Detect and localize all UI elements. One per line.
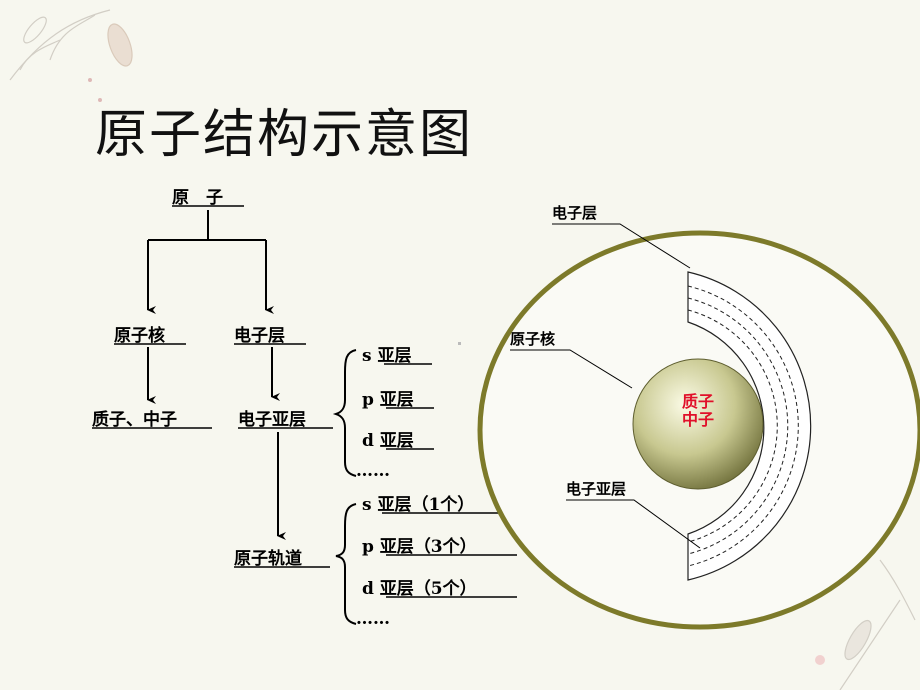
subshell-more: ……	[356, 461, 390, 481]
nucleus-parts-label: 质子、中子	[92, 409, 177, 430]
atom-root-label: 原 子	[172, 188, 223, 208]
subshell-p: p 亚层	[362, 390, 414, 410]
atom-model: 质子 中子 电子层 原子核 电子亚层	[477, 204, 920, 630]
slide-title: 原子结构示意图	[95, 105, 474, 165]
decoration-leaves-top-left	[9, 9, 133, 102]
leader-nucleus	[510, 349, 633, 389]
structure-tree	[147, 210, 357, 625]
orbital-label: 原子轨道	[234, 548, 302, 569]
orbital-s: s 亚层（1个）	[362, 494, 474, 515]
subshell-s: s 亚层	[362, 346, 412, 366]
nucleus-neutron-text: 中子	[682, 410, 714, 429]
orbital-p: p 亚层（3个）	[362, 536, 477, 557]
subshell-d: d 亚层	[362, 431, 414, 451]
electron-shell-band	[687, 271, 812, 581]
tree-labels: 原 子 原子核 电子层 质子、中子 电子亚层 原子轨道 s 亚层 p 亚层 d …	[92, 188, 477, 629]
subshell-label: 电子亚层	[238, 409, 306, 430]
orbital-d: d 亚层（5个）	[362, 578, 477, 599]
atom-label-nucleus: 原子核	[510, 330, 555, 348]
tree-underlines	[92, 205, 517, 598]
shell-label: 电子层	[234, 325, 285, 346]
stray-dot	[458, 342, 461, 345]
nucleus-label: 原子核	[114, 325, 165, 346]
atom-label-shell: 电子层	[552, 204, 597, 222]
leader-subshell	[566, 499, 701, 549]
nucleus-proton-text: 质子	[682, 392, 714, 411]
orbital-more: ……	[356, 609, 390, 629]
decoration-leaves-bottom-right	[815, 559, 916, 690]
leader-shell	[552, 223, 691, 269]
nucleus-sphere	[632, 358, 764, 490]
atom-label-subshell: 电子亚层	[566, 480, 626, 498]
